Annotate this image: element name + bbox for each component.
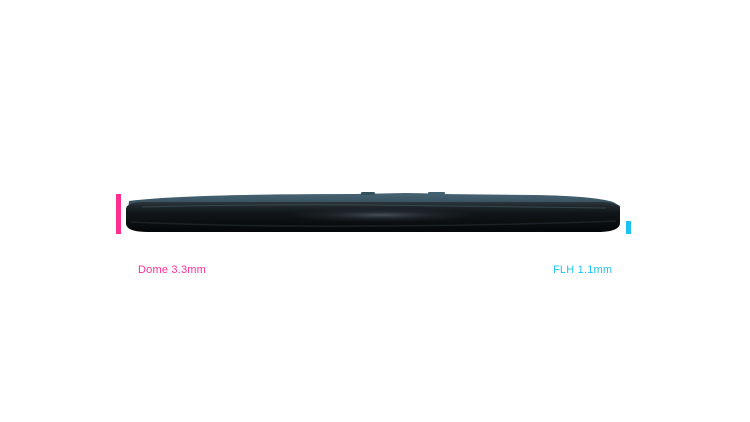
right-height-marker xyxy=(626,221,631,234)
dome-height-label: Dome 3.3mm xyxy=(138,264,207,276)
flh-height-label: FLH 1.1mm xyxy=(553,264,613,276)
left-height-marker xyxy=(116,194,121,234)
device-side-profile-image xyxy=(126,192,620,232)
